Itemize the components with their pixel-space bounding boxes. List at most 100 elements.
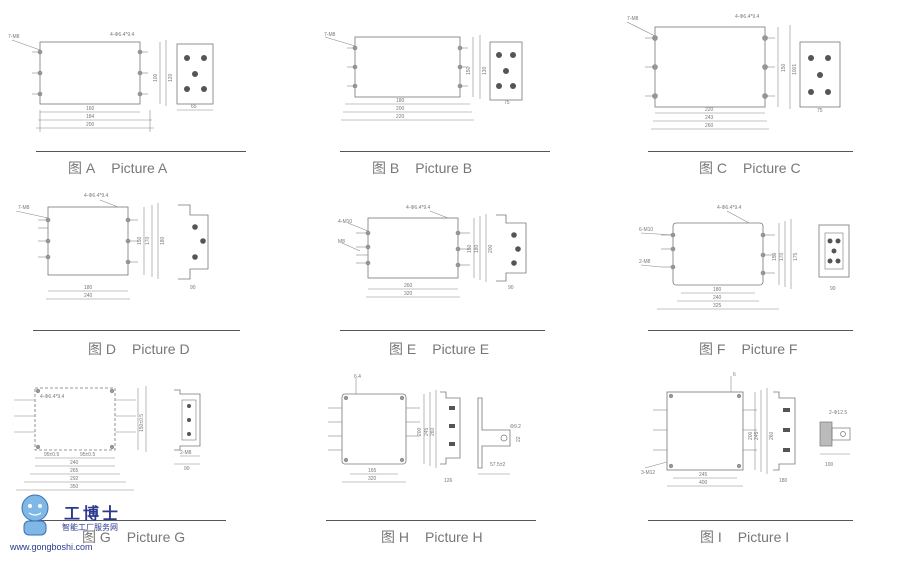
mount-label: 7-M8 <box>8 34 20 40</box>
dim-label: 130 <box>482 66 488 75</box>
dim-label: 265 <box>70 468 79 474</box>
dim-label: 220 <box>396 114 405 120</box>
dim-label: 95±0.5 <box>80 452 95 458</box>
drawing-picture-e: 4-M10 M8 4-Φ6.4*9.4 260 320 150 180 200 … <box>310 185 610 370</box>
side-view <box>178 204 209 280</box>
mascot-icon <box>21 494 49 536</box>
holes-label: 4-Φ6.4*9.4 <box>717 205 742 211</box>
caption-divider <box>340 330 545 331</box>
caption-divider <box>30 520 226 521</box>
mount-label: M8 <box>338 239 345 245</box>
dim-label: 260 <box>430 427 436 436</box>
mount-label: 6-M10 <box>639 227 653 233</box>
dim-label: 165 <box>368 468 377 474</box>
filter-body <box>34 387 116 451</box>
filter-body <box>47 206 129 276</box>
dim-label: 320 <box>368 476 377 482</box>
side-view <box>773 391 796 471</box>
technical-drawing: 7-M8 4-Φ6.4*9.4 220 243 260 150 1001 75 <box>626 14 841 130</box>
dim-label: 325 <box>713 303 722 309</box>
dim-label: 180 <box>84 285 93 291</box>
holes-label: 4-Φ6.4*9.4 <box>40 394 65 400</box>
technical-drawing: 4-Φ6.4*9.4 95±0.5 95±0.5 240 265 292 350… <box>14 386 201 491</box>
caption-divider <box>648 520 853 521</box>
dim-label: 170 <box>145 236 151 245</box>
dim-label: 75 <box>504 100 510 106</box>
dim-label: 260 <box>705 123 714 129</box>
dim-label: 90 <box>508 285 514 291</box>
caption-divider <box>33 330 240 331</box>
dim-label: 180 <box>160 236 166 245</box>
bracket-view <box>477 397 511 469</box>
watermark-subtitle: 智能工厂服务网 <box>62 523 118 532</box>
dim-label: 245 <box>754 431 760 440</box>
holes-label: 4-Φ6.4*9.4 <box>110 32 135 38</box>
dim-label: 180 <box>474 244 480 253</box>
mount-label: 2-M8 <box>639 259 651 265</box>
dim-label: 150 <box>466 66 472 75</box>
technical-drawing: 7-M8 4-Φ6.4*9.4 180 240 150 170 180 90 <box>15 193 209 300</box>
watermark-name: 工博士 <box>64 504 122 523</box>
dim-label: 200 <box>86 122 95 128</box>
filter-body <box>672 222 764 286</box>
side-view <box>799 41 841 108</box>
filter-body <box>341 393 407 465</box>
dim-label: 200 <box>748 431 754 440</box>
drawing-picture-g: 4-Φ6.4*9.4 95±0.5 95±0.5 240 265 292 350… <box>0 370 300 510</box>
filter-body <box>666 391 744 471</box>
mount-label: 4-M10 <box>338 219 352 225</box>
dim-label: 150 <box>137 236 143 245</box>
side-view <box>440 391 461 465</box>
dim-label: 150 <box>467 244 473 253</box>
dim-label: 65 <box>191 104 197 110</box>
dim-label: 260 <box>769 431 775 440</box>
side-view <box>496 214 527 282</box>
caption-divider <box>340 151 550 152</box>
dim-label: 90 <box>830 286 836 292</box>
dim-label: 22 <box>516 436 522 442</box>
dim-label: 200 <box>417 427 423 436</box>
filter-body <box>367 217 459 279</box>
dim-label: 170 <box>779 252 785 261</box>
dim-label: 200 <box>488 244 494 253</box>
dim-label: 150 <box>781 63 787 72</box>
dim-label: 243 <box>705 115 714 121</box>
dim-label: 120 <box>168 73 174 82</box>
mount-label: 7-M8 <box>18 205 30 211</box>
holes-label: 4-Φ6.4*9.4 <box>84 193 109 199</box>
holes-label: 4-Φ6.4*9.4 <box>406 205 431 211</box>
dim-label: 57.5±2 <box>490 462 505 468</box>
drawing-picture-b: 7-M8 180 200 220 150 130 75 <box>310 0 610 185</box>
dim-label: 240 <box>70 460 79 466</box>
dim-label: 220 <box>705 107 714 113</box>
drawing-picture-c: 7-M8 4-Φ6.4*9.4 220 243 260 150 1001 75 <box>615 0 900 185</box>
filter-body <box>39 41 141 105</box>
dim-label: 180 <box>779 478 788 484</box>
caption-divider <box>36 151 246 152</box>
dim-label: Φ9.2 <box>510 424 521 430</box>
dim-label: 320 <box>404 291 413 297</box>
dim-label: 90 <box>184 466 190 472</box>
dim-label: 260 <box>404 283 413 289</box>
dim-label: 184 <box>86 114 95 120</box>
technical-drawing: 4-M10 M8 4-Φ6.4*9.4 260 320 150 180 200 … <box>338 205 527 298</box>
technical-drawing: 6 245 400 3-M12 200 245 260 180 2-Φ12.5 … <box>641 372 851 487</box>
dim-label: 100 <box>153 73 159 82</box>
dim-label: 75 <box>817 108 823 114</box>
caption-divider <box>648 151 853 152</box>
dim-label: 2-M8 <box>180 450 192 456</box>
dim-label: 6.4 <box>354 374 361 380</box>
dim-label: 100 <box>825 462 834 468</box>
dim-label: 245 <box>424 427 430 436</box>
dim-label: 245 <box>699 472 708 478</box>
dim-label: 90 <box>190 285 196 291</box>
dim-label: 150±0.5 <box>139 414 145 432</box>
dim-label: 126 <box>444 478 453 484</box>
dim-label: 160 <box>86 106 95 112</box>
filter-body <box>354 36 461 98</box>
side-view <box>818 224 850 278</box>
dim-label: 150 <box>772 252 778 261</box>
drawing-picture-d: 7-M8 4-Φ6.4*9.4 180 240 150 170 180 90 <box>0 185 300 370</box>
